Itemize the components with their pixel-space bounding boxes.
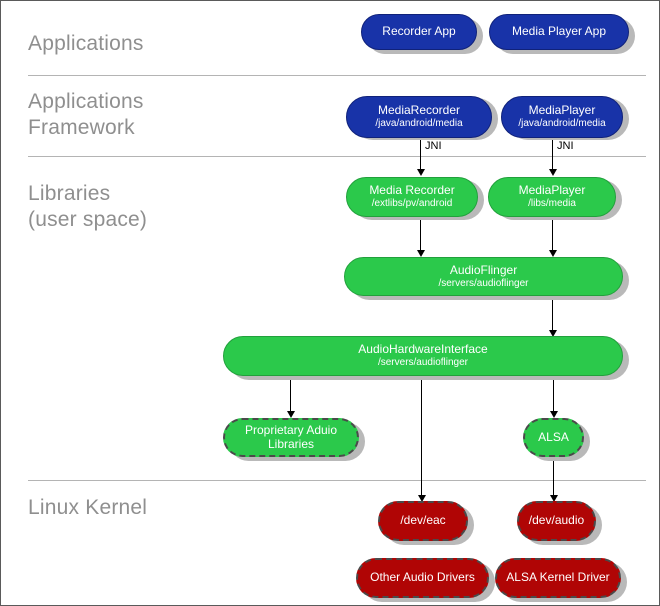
connector-mediaplayer-jni	[552, 138, 554, 172]
node-mediarecorder-framework[interactable]: MediaRecorder /java/android/media	[346, 96, 492, 138]
node-media-player-app[interactable]: Media Player App	[489, 14, 629, 50]
node-title: AudioFlinger	[449, 262, 518, 277]
divider-applications	[28, 75, 646, 76]
connector-alsa-dev-audio	[553, 457, 555, 498]
node-title: ALSA Kernel Driver	[506, 570, 610, 585]
node-title: ALSA	[538, 429, 569, 444]
node-audiohardwareinterface[interactable]: AudioHardwareInterface /servers/audiofli…	[223, 336, 623, 376]
section-label-libraries: Libraries (user space)	[28, 182, 148, 231]
node-title: Media Player App	[511, 24, 607, 39]
node-title: AudioHardwareInterface	[358, 342, 488, 357]
arrowhead-audioflinger-audiohardwareinterface	[548, 330, 557, 337]
node-subtitle: /servers/audioflinger	[438, 277, 529, 289]
connector-ahi-dev-eac	[421, 376, 423, 498]
node-mediaplayer-library[interactable]: MediaPlayer /libs/media	[488, 177, 616, 217]
connector-audioflinger-audiohardwareinterface	[552, 296, 554, 334]
connector-mediarecorder-audioflinger	[420, 216, 422, 253]
node-title: Recorder App	[382, 24, 456, 39]
arrowhead-mediaplayer-jni	[548, 169, 557, 176]
arrowhead-mediarecorder-audioflinger	[416, 250, 425, 257]
node-subtitle: /java/android/media	[518, 118, 606, 130]
connector-mediaplayer-audioflinger	[552, 216, 554, 253]
node-title: MediaPlayer	[518, 183, 586, 198]
node-title: MediaRecorder	[377, 103, 461, 118]
node-dev-audio[interactable]: /dev/audio	[517, 501, 596, 541]
edge-label-jni-right: JNI	[557, 140, 574, 152]
divider-applications-framework	[28, 156, 646, 157]
node-title: MediaPlayer	[528, 103, 596, 118]
connector-mediarecorder-jni	[420, 138, 422, 172]
node-title: Other Audio Drivers	[370, 570, 475, 585]
edge-label-jni-left: JNI	[425, 140, 442, 152]
connector-ahi-alsa	[553, 376, 555, 414]
node-subtitle: /libs/media	[528, 198, 576, 210]
arrowhead-ahi-alsa	[549, 411, 558, 418]
node-subtitle: Libraries	[267, 436, 315, 451]
section-label-applications-framework: Applications Framework	[28, 90, 144, 139]
node-title: Media Recorder	[369, 183, 455, 198]
connector-ahi-proprietary	[290, 376, 292, 414]
node-title: /dev/audio	[528, 513, 585, 528]
arrowhead-ahi-dev-eac	[417, 495, 426, 502]
arrowhead-mediarecorder-jni	[416, 169, 425, 176]
node-dev-eac[interactable]: /dev/eac	[378, 501, 468, 541]
section-label-linux-kernel: Linux Kernel	[28, 496, 148, 519]
node-media-recorder-library[interactable]: Media Recorder /extlibs/pv/android	[346, 177, 478, 217]
arrowhead-alsa-dev-audio	[549, 495, 558, 502]
node-mediaplayer-framework[interactable]: MediaPlayer /java/android/media	[501, 96, 623, 138]
node-other-audio-drivers[interactable]: Other Audio Drivers	[356, 558, 489, 598]
node-recorder-app[interactable]: Recorder App	[361, 14, 477, 50]
divider-libraries	[28, 480, 646, 481]
node-audioflinger[interactable]: AudioFlinger /servers/audioflinger	[344, 257, 623, 296]
node-subtitle: /servers/audioflinger	[377, 357, 469, 369]
node-subtitle: /extlibs/pv/android	[371, 198, 453, 210]
arrowhead-ahi-proprietary	[286, 411, 295, 418]
section-label-applications: Applications	[28, 32, 144, 55]
node-title: /dev/eac	[400, 513, 446, 528]
node-alsa-kernel-driver[interactable]: ALSA Kernel Driver	[495, 558, 621, 598]
node-subtitle: /java/android/media	[375, 118, 463, 130]
node-title: Proprietary Aduio	[244, 422, 338, 437]
arrowhead-mediaplayer-audioflinger	[548, 250, 557, 257]
node-proprietary-audio-libraries[interactable]: Proprietary Aduio Libraries	[223, 418, 359, 457]
node-alsa[interactable]: ALSA	[523, 418, 584, 457]
